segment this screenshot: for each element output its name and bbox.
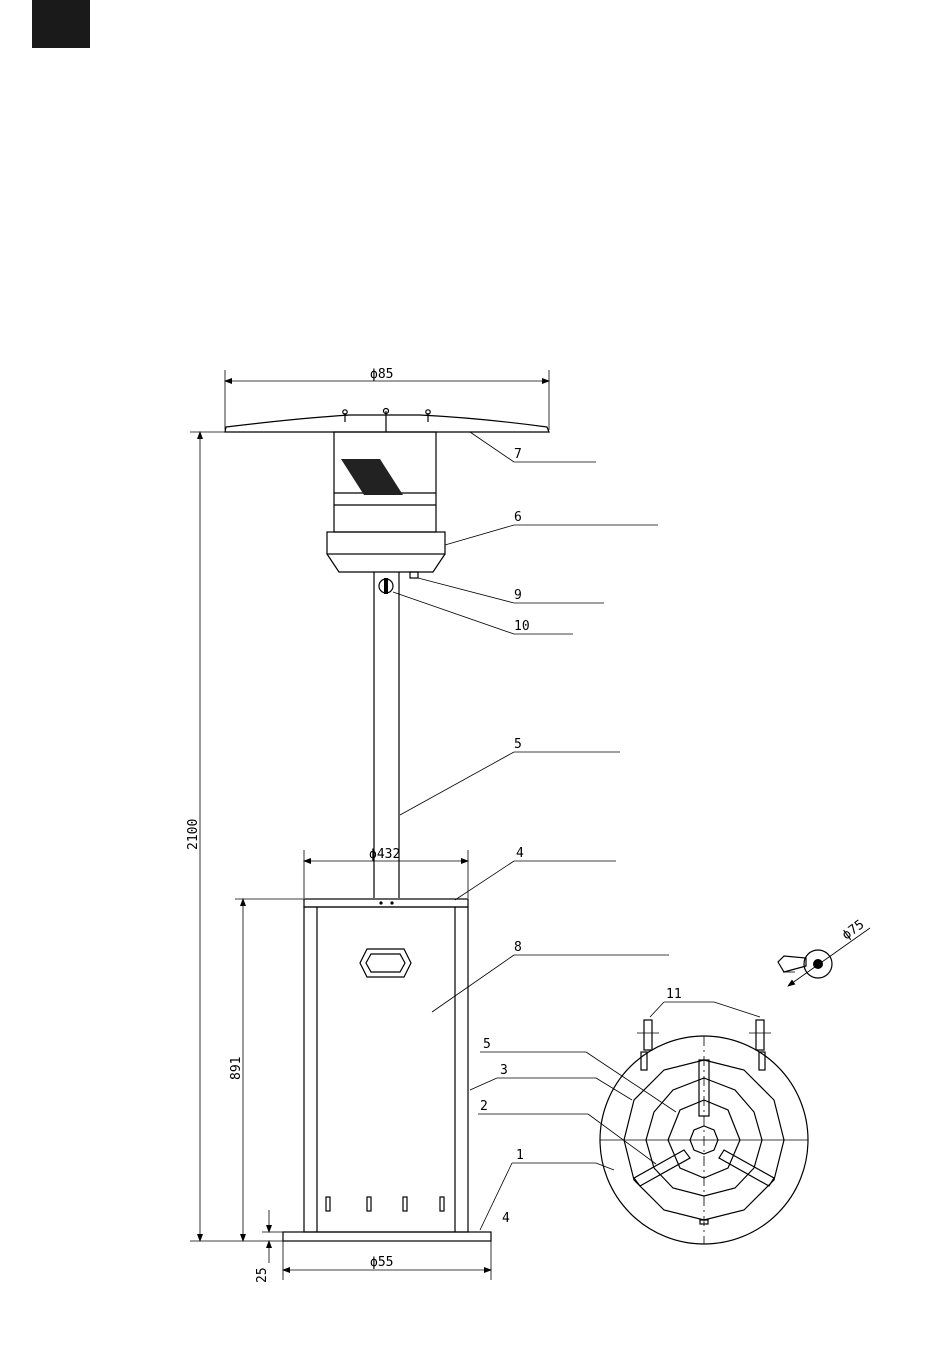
body-height-label: 891 xyxy=(229,1057,244,1080)
overall-height-dimension: 2100 xyxy=(186,432,283,1241)
reflector xyxy=(190,409,549,433)
body-height-dimension: 891 xyxy=(229,899,304,1241)
table-diameter-label: ϕ432 xyxy=(369,847,400,862)
callout-top-5: 5 xyxy=(480,1037,676,1112)
reflector-diameter-label: ϕ85 xyxy=(370,367,393,382)
svg-text:10: 10 xyxy=(514,619,530,634)
base-thickness-dimension: 25 xyxy=(255,1210,283,1283)
callout-3: 3 xyxy=(470,1063,632,1100)
wheel-diameter-label: ϕ75 xyxy=(840,917,868,943)
cylinder-housing xyxy=(304,907,468,1232)
burner-head xyxy=(327,532,445,594)
svg-text:4: 4 xyxy=(516,846,524,861)
callout-11: 11 xyxy=(650,987,760,1017)
callout-7: 7 xyxy=(470,432,596,462)
svg-text:5: 5 xyxy=(483,1037,491,1052)
callout-9: 9 xyxy=(418,578,604,603)
overall-height-label: 2100 xyxy=(186,819,201,850)
table xyxy=(304,899,468,907)
svg-text:9: 9 xyxy=(514,588,522,603)
wheel-detail: ϕ75 xyxy=(778,917,870,986)
callout-10: 10 xyxy=(393,592,573,634)
base-diameter-label: ϕ55 xyxy=(370,1255,393,1270)
base-note-label: 4 xyxy=(502,1211,510,1226)
svg-text:11: 11 xyxy=(666,987,682,1002)
base-dimension: ϕ55 xyxy=(283,1241,491,1280)
svg-text:2: 2 xyxy=(480,1099,488,1114)
svg-text:7: 7 xyxy=(514,447,522,462)
callout-5: 5 xyxy=(400,737,620,815)
svg-text:5: 5 xyxy=(514,737,522,752)
callout-1: 1 xyxy=(480,1148,614,1230)
base-thickness-label: 25 xyxy=(255,1267,270,1283)
reflector-dimension: ϕ85 xyxy=(225,367,549,430)
table-dimension: ϕ432 xyxy=(304,847,468,898)
callout-4: 4 xyxy=(455,846,616,900)
callout-6: 6 xyxy=(445,510,658,545)
top-view xyxy=(600,1020,808,1244)
base xyxy=(283,1232,491,1241)
page-corner-tab xyxy=(32,0,90,48)
svg-text:3: 3 xyxy=(500,1063,508,1078)
emitter-screen xyxy=(334,432,436,532)
callout-2: 2 xyxy=(478,1099,656,1164)
svg-text:8: 8 xyxy=(514,940,522,955)
svg-text:6: 6 xyxy=(514,510,522,525)
svg-text:1: 1 xyxy=(516,1148,524,1163)
